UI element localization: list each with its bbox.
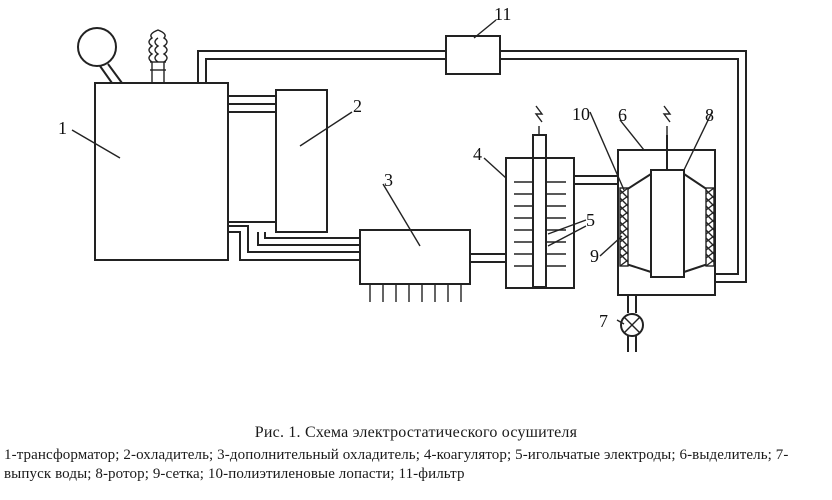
cooler xyxy=(227,89,328,233)
label-7: 7 xyxy=(599,311,608,331)
figure-title: Рис. 1. Схема электростатического осушит… xyxy=(254,424,578,441)
label-4: 4 xyxy=(473,144,482,164)
additional-cooler xyxy=(359,229,471,302)
label-10: 10 xyxy=(572,104,590,124)
separator xyxy=(617,105,716,296)
figure-caption: Рис. 1. Схема электростатического осушит… xyxy=(0,423,832,484)
pipes-transformer-cooler xyxy=(228,95,276,105)
mesh-left xyxy=(619,187,629,267)
label-2: 2 xyxy=(353,96,362,116)
label-8: 8 xyxy=(705,105,714,125)
pipe-coagulator-separator xyxy=(574,175,618,185)
coagulator xyxy=(505,105,575,289)
top-pipe xyxy=(197,50,747,283)
pipe-aux-cooler-coagulator xyxy=(470,253,506,263)
label-1: 1 xyxy=(58,118,67,138)
figure-legend: 1-трансформатор; 2-охладитель; 3-дополни… xyxy=(4,447,789,482)
label-11: 11 xyxy=(494,4,511,24)
mesh-right xyxy=(705,187,715,267)
needle-electrodes xyxy=(514,181,566,267)
label-9: 9 xyxy=(590,246,599,266)
label-5: 5 xyxy=(586,210,595,230)
water-outlet-valve xyxy=(620,295,644,352)
label-6: 6 xyxy=(618,105,627,125)
label-3: 3 xyxy=(384,170,393,190)
pipes-transformer-aux-cooler xyxy=(228,225,360,261)
electrostatic-dryer-diagram: 1 2 3 4 5 6 7 8 9 10 11 xyxy=(58,4,747,352)
rotor xyxy=(650,169,685,278)
leader-lines xyxy=(71,19,713,325)
filter xyxy=(445,35,501,75)
